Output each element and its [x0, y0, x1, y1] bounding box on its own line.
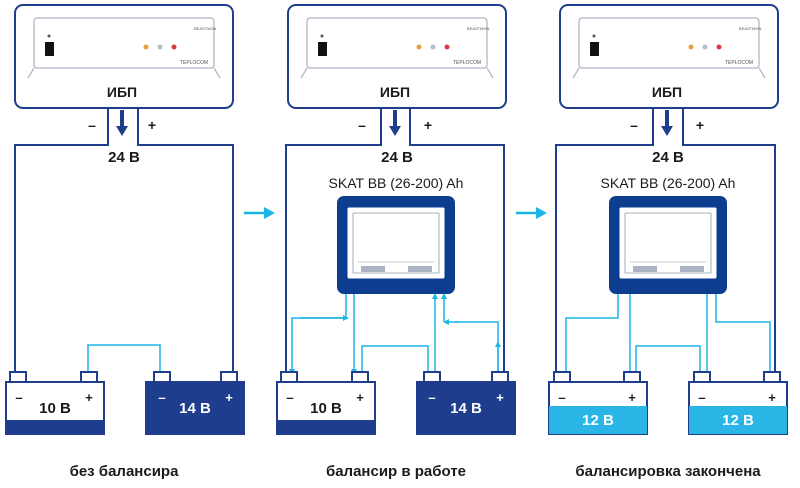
- battery-right: – + 12 В: [688, 371, 788, 435]
- svg-text:+: +: [424, 117, 432, 133]
- ups-unit: BEASTMON TEPLOCOM ИБП: [559, 4, 779, 109]
- arrow-right-icon: [516, 207, 547, 219]
- svg-text:+: +: [85, 390, 93, 405]
- power-switch-icon: [590, 42, 599, 56]
- battery-voltage: 14 В: [179, 400, 211, 417]
- svg-text:BEASTMON: BEASTMON: [467, 26, 490, 31]
- svg-text:–: –: [428, 390, 435, 405]
- battery-left: – + 10 В: [5, 371, 105, 435]
- balancer-label: SKAT BB (26-200) Ah: [601, 175, 736, 191]
- panel-caption: балансировка закончена: [575, 463, 761, 480]
- svg-text:–: –: [630, 117, 638, 133]
- svg-text:BEASTMON: BEASTMON: [194, 26, 217, 31]
- battery-left: – + 10 В: [276, 371, 376, 435]
- panel-no-balancer: BEASTMON TEPLOCOM ИБП – + 24 В – + 10 В: [5, 4, 245, 480]
- svg-text:–: –: [158, 390, 165, 405]
- svg-text:TEPLOCOM: TEPLOCOM: [725, 60, 753, 66]
- balancer-label: SKAT BB (26-200) Ah: [329, 175, 464, 191]
- svg-text:–: –: [558, 390, 565, 405]
- svg-text:+: +: [356, 390, 364, 405]
- voltage-label: 24 В: [652, 149, 684, 166]
- balancer-device: [609, 196, 727, 294]
- ups-unit: BEASTMON TEPLOCOM ИБП: [14, 4, 234, 109]
- ups-label: ИБП: [652, 84, 682, 100]
- ups-label: ИБП: [380, 84, 410, 100]
- balancer-device: [337, 196, 455, 294]
- battery-right: – + 14 В: [145, 371, 245, 435]
- panel-balancing-finished: BEASTMON TEPLOCOM ИБП – + 24 В SKAT BB (…: [548, 4, 788, 480]
- battery-voltage: 12 В: [722, 412, 754, 429]
- voltage-label: 24 В: [381, 149, 413, 166]
- ups-unit: BEASTMON TEPLOCOM ИБП: [287, 4, 507, 109]
- svg-text:–: –: [358, 117, 366, 133]
- svg-text:+: +: [696, 117, 704, 133]
- battery-voltage: 14 В: [450, 400, 482, 417]
- panel-caption: без балансира: [70, 463, 179, 480]
- panel-caption: балансир в работе: [326, 463, 466, 480]
- svg-text:–: –: [698, 390, 705, 405]
- arrow-right-icon: [244, 207, 275, 219]
- svg-text:TEPLOCOM: TEPLOCOM: [453, 60, 481, 66]
- battery-left: – + 12 В: [548, 371, 648, 435]
- svg-text:+: +: [628, 390, 636, 405]
- battery-voltage: 12 В: [582, 412, 614, 429]
- panel-balancer-working: BEASTMON TEPLOCOM ИБП – + 24 В SKAT BB (…: [276, 4, 516, 480]
- svg-text:+: +: [148, 117, 156, 133]
- svg-text:–: –: [15, 390, 22, 405]
- voltage-label: 24 В: [108, 149, 140, 166]
- svg-text:+: +: [225, 390, 233, 405]
- svg-text:+: +: [496, 390, 504, 405]
- svg-text:–: –: [286, 390, 293, 405]
- svg-text:TEPLOCOM: TEPLOCOM: [180, 60, 208, 66]
- svg-text:BEASTMON: BEASTMON: [739, 26, 762, 31]
- power-switch-icon: [318, 42, 327, 56]
- svg-text:+: +: [768, 390, 776, 405]
- svg-text:–: –: [88, 117, 96, 133]
- battery-right: – + 14 В: [416, 371, 516, 435]
- battery-voltage: 10 В: [39, 400, 71, 417]
- battery-voltage: 10 В: [310, 400, 342, 417]
- power-switch-icon: [45, 42, 54, 56]
- ups-label: ИБП: [107, 84, 137, 100]
